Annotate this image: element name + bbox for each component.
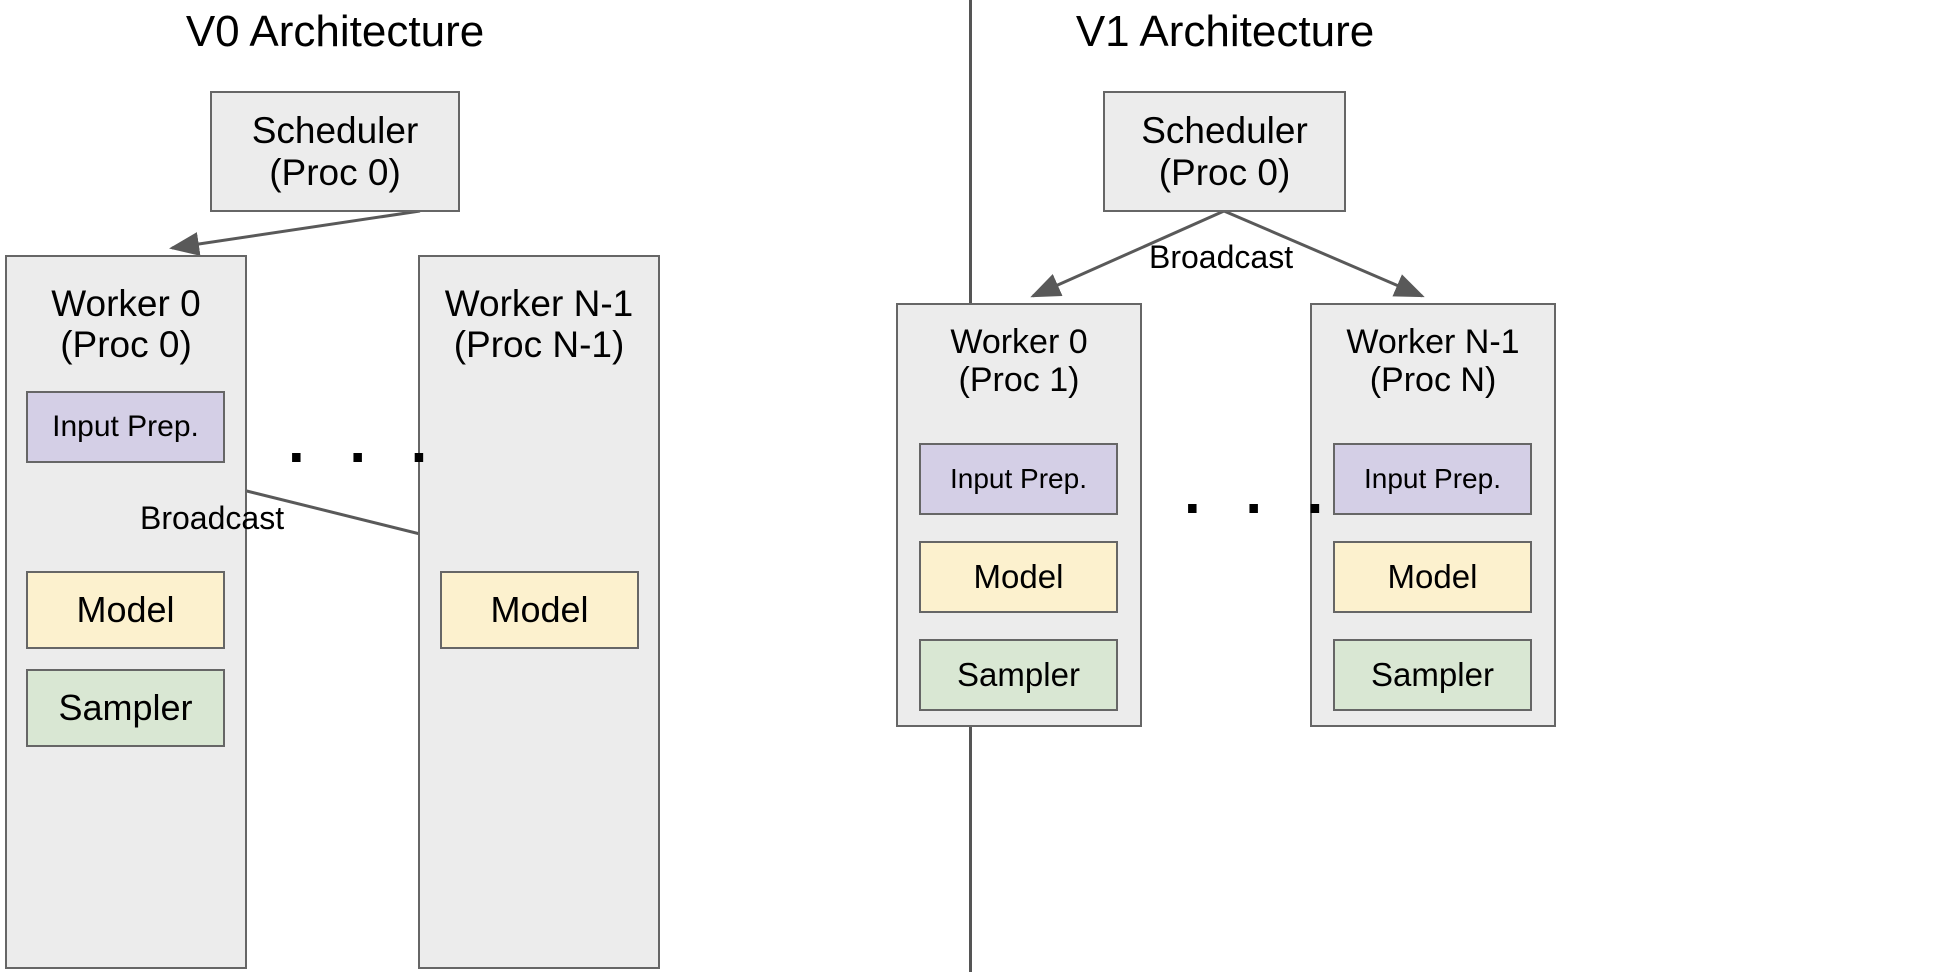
v1-worker-n-1-sampler-label: Sampler xyxy=(1371,655,1494,693)
v1-scheduler-line2: (Proc 0) xyxy=(1158,151,1291,193)
v0-worker-0-sampler-label: Sampler xyxy=(58,686,193,728)
v1-scheduler-box[interactable]: Scheduler (Proc 0) xyxy=(1103,91,1346,212)
v1-ellipsis: . . . xyxy=(1184,459,1338,526)
v1-panel-title: V1 Architecture xyxy=(1075,7,1375,56)
v1-worker-0-line2: (Proc 1) xyxy=(958,361,1080,400)
v0-scheduler-line1: Scheduler xyxy=(251,110,419,152)
v1-worker-0-model-label: Model xyxy=(973,557,1064,595)
v1-worker-n-1-input-prep-box[interactable]: Input Prep. xyxy=(1333,443,1532,515)
v1-broadcast-label: Broadcast xyxy=(1149,239,1294,275)
v0-scheduler-line2: (Proc 0) xyxy=(269,151,401,193)
v0-worker-0-model-label: Model xyxy=(76,588,175,630)
v1-worker-0-model-box[interactable]: Model xyxy=(919,541,1118,613)
v0-worker-n-1-model-label: Model xyxy=(490,588,589,630)
v0-worker-n-1-model-box[interactable]: Model xyxy=(440,571,639,649)
v0-worker-0-model-box[interactable]: Model xyxy=(26,571,225,649)
v0-worker-n-1-line2: (Proc N-1) xyxy=(453,324,625,366)
v0-broadcast-label: Broadcast xyxy=(140,500,285,536)
v1-worker-n-1-sampler-box[interactable]: Sampler xyxy=(1333,639,1532,711)
v0-ellipsis: . . . xyxy=(288,408,442,475)
v1-worker-0-line1: Worker 0 xyxy=(950,323,1088,361)
v1-worker-0-sampler-label: Sampler xyxy=(957,655,1080,693)
v0-worker-n-1-line1: Worker N-1 xyxy=(444,283,634,324)
v0-worker-0-line2: (Proc 0) xyxy=(60,324,192,366)
v0-worker-0-input-prep-label: Input Prep. xyxy=(52,410,199,444)
v1-worker-n-1-model-box[interactable]: Model xyxy=(1333,541,1532,613)
v1-worker-n-1-model-label: Model xyxy=(1387,557,1478,595)
v1-worker-n-1-input-prep-label: Input Prep. xyxy=(1364,463,1501,495)
v1-scheduler-line1: Scheduler xyxy=(1141,110,1308,152)
v0-panel-title: V0 Architecture xyxy=(185,7,485,56)
v1-worker-n-1-line1: Worker N-1 xyxy=(1346,323,1520,361)
v1-worker-0-input-prep-box[interactable]: Input Prep. xyxy=(919,443,1118,515)
v0-scheduler-box[interactable]: Scheduler (Proc 0) xyxy=(210,91,460,212)
v1-worker-0-input-prep-label: Input Prep. xyxy=(950,463,1087,495)
v0-worker-0-sampler-box[interactable]: Sampler xyxy=(26,669,225,747)
arrow-v0-scheduler-to-worker0 xyxy=(169,209,421,256)
v0-worker-0-line1: Worker 0 xyxy=(51,283,201,324)
v1-worker-n-1-line2: (Proc N) xyxy=(1369,361,1497,400)
v1-worker-0-sampler-box[interactable]: Sampler xyxy=(919,639,1118,711)
v0-worker-0-input-prep-box[interactable]: Input Prep. xyxy=(26,391,225,463)
